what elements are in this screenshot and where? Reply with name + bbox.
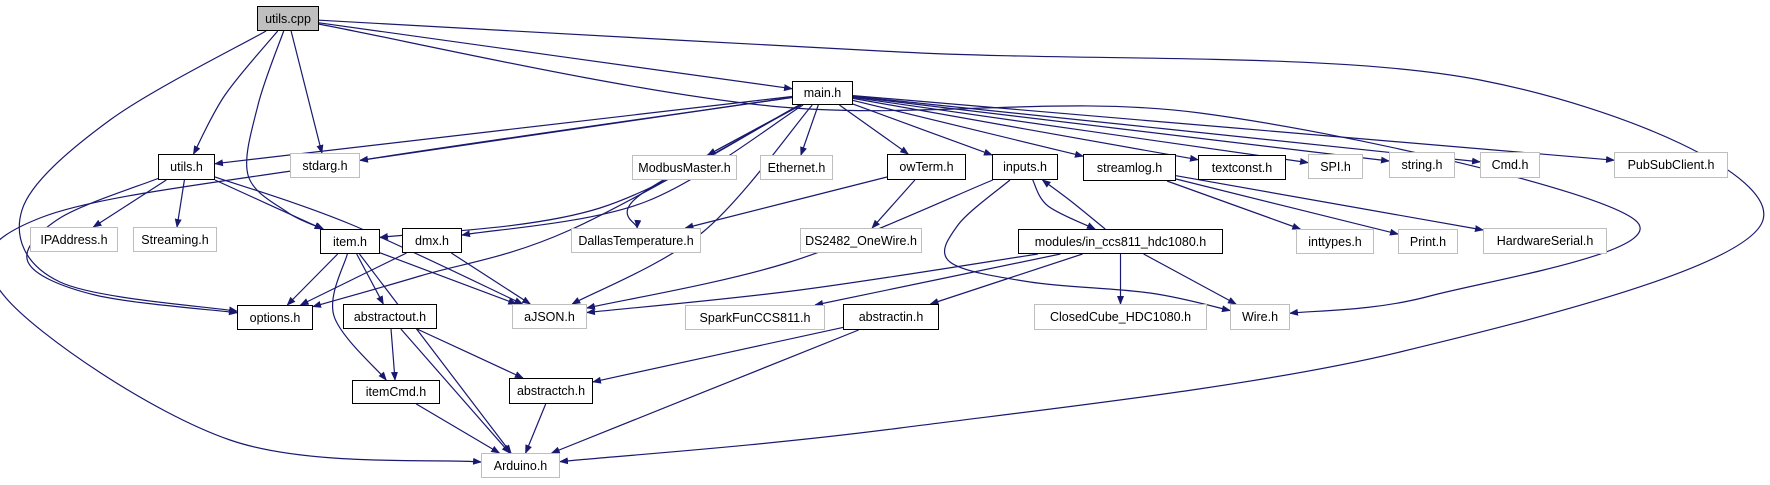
node-ajson-h: aJSON.h (512, 304, 587, 329)
edge-abstractout-h-to-abstractch-h (416, 328, 524, 379)
edge-main-h-to-spi-h (852, 96, 1309, 165)
node-streamlog-h[interactable]: streamlog.h (1083, 154, 1176, 181)
edge-item-h-to-options-h (286, 253, 339, 306)
edge-itemcmd-h-to-arduino-h (415, 403, 501, 454)
node-ipaddress-h: IPAddress.h (30, 227, 118, 252)
edge-streamlog-h-to-inttypes-h (1166, 180, 1302, 230)
edge-streamlog-h-to-hardwareserial-h (1175, 175, 1484, 233)
edge-owterm-h-to-ds2482-onewire-h (871, 179, 916, 229)
node-closedcube-hdc1080-h: ClosedCube_HDC1080.h (1034, 304, 1207, 330)
edge-main-h-to-arduino-h (0, 96, 793, 465)
edge-abstractch-h-to-arduino-h (525, 403, 547, 454)
edge-in-ccs811-hdc1080-h-to-wire-h (1143, 253, 1237, 305)
node-itemcmd-h[interactable]: itemCmd.h (352, 380, 440, 404)
edge-in-ccs811-hdc1080-h-to-ajson-h (586, 253, 1038, 316)
node-modbusmaster-h: ModbusMaster.h (632, 155, 737, 180)
edge-main-h-to-inputs-h (852, 103, 993, 156)
node-dallastemperature-h: DallasTemperature.h (571, 228, 701, 253)
node-abstractch-h[interactable]: abstractch.h (509, 378, 593, 404)
node-options-h[interactable]: options.h (237, 305, 313, 330)
node-spi-h: SPI.h (1308, 154, 1363, 179)
node-pubsubclient-h: PubSubClient.h (1614, 152, 1728, 178)
edge-utils-cpp-to-wire-h (318, 23, 1641, 316)
edge-utils-cpp-to-main-h (318, 22, 793, 92)
edge-main-h-to-utils-h (214, 95, 793, 167)
edge-item-h-to-arduino-h (359, 253, 512, 454)
node-textconst-h[interactable]: textconst.h (1198, 155, 1286, 180)
edge-dmx-h-to-ajson-h (450, 252, 532, 305)
edge-utils-cpp-to-utils-h (192, 30, 279, 155)
edge-dmx-h-to-options-h (299, 252, 407, 306)
node-ethernet-h: Ethernet.h (760, 155, 833, 180)
edge-in-ccs811-hdc1080-h-to-abstractin-h (929, 253, 1083, 305)
node-stdarg-h: stdarg.h (290, 153, 360, 178)
edge-utils-cpp-to-stdarg-h (290, 30, 324, 154)
node-abstractout-h[interactable]: abstractout.h (343, 304, 437, 329)
edge-inputs-h-to-in-ccs811-hdc1080-h (1032, 179, 1096, 230)
edge-item-h-to-ajson-h (379, 252, 518, 305)
node-utils-h[interactable]: utils.h (158, 154, 215, 180)
node-hardwareserial-h: HardwareSerial.h (1483, 228, 1607, 254)
edge-utils-cpp-to-arduino-h (318, 19, 1765, 465)
node-item-h[interactable]: item.h (320, 229, 380, 254)
edge-owterm-h-to-dallastemperature-h (684, 176, 888, 230)
node-main-h[interactable]: main.h (792, 81, 853, 105)
edge-utils-cpp-to-options-h (18, 30, 267, 314)
node-abstractin-h[interactable]: abstractin.h (843, 304, 939, 330)
edge-streamlog-h-to-print-h (1175, 178, 1399, 236)
node-in-ccs811-hdc1080-h[interactable]: modules/in_ccs811_hdc1080.h (1018, 229, 1223, 254)
node-string-h: string.h (1389, 152, 1455, 178)
edge-item-h-to-itemcmd-h (332, 253, 387, 381)
edge-abstractin-h-to-abstractch-h (592, 326, 844, 384)
node-owterm-h[interactable]: owTerm.h (887, 154, 966, 180)
edge-main-h-to-dmx-h (461, 104, 804, 238)
edge-utils-h-to-options-h (26, 177, 238, 316)
edge-main-h-to-ethernet-h (800, 104, 819, 156)
node-inputs-h[interactable]: inputs.h (992, 154, 1058, 180)
edge-utils-h-to-ajson-h (214, 176, 524, 305)
node-print-h: Print.h (1398, 229, 1458, 254)
edge-inputs-h-to-ajson-h (586, 179, 994, 310)
edge-utils-h-to-ipaddress-h (92, 179, 167, 228)
edge-utils-h-to-streaming-h (174, 179, 185, 228)
node-inttypes-h: inttypes.h (1296, 229, 1374, 254)
edge-main-h-to-streamlog-h (852, 99, 1084, 158)
edge-main-h-to-ajson-h (571, 104, 813, 305)
edge-utils-h-to-item-h (214, 179, 324, 230)
edge-main-h-to-cmd-h (852, 95, 1481, 165)
edge-in-ccs811-hdc1080-h-to-sparkfunccs811-h (814, 253, 1061, 307)
node-wire-h: Wire.h (1230, 304, 1290, 330)
edge-item-h-to-abstractout-h (356, 253, 384, 305)
edge-abstractout-h-to-arduino-h (400, 328, 511, 454)
node-cmd-h: Cmd.h (1480, 152, 1540, 178)
node-dmx-h[interactable]: dmx.h (402, 228, 462, 253)
edge-abstractin-h-to-arduino-h (550, 329, 859, 454)
edge-in-ccs811-hdc1080-h-to-inputs-h (1041, 179, 1106, 230)
node-ds2482-onewire-h: DS2482_OneWire.h (800, 228, 922, 253)
node-sparkfunccs811-h: SparkFunCCS811.h (685, 305, 825, 330)
edge-inputs-h-to-wire-h (944, 179, 1231, 313)
edge-abstractout-h-to-itemcmd-h (390, 328, 398, 381)
node-utils-cpp: utils.cpp (257, 6, 319, 31)
node-streaming-h: Streaming.h (133, 227, 217, 252)
edge-main-h-to-options-h (312, 104, 801, 308)
edge-main-h-to-owterm-h (839, 104, 910, 155)
node-arduino-h: Arduino.h (481, 453, 560, 478)
